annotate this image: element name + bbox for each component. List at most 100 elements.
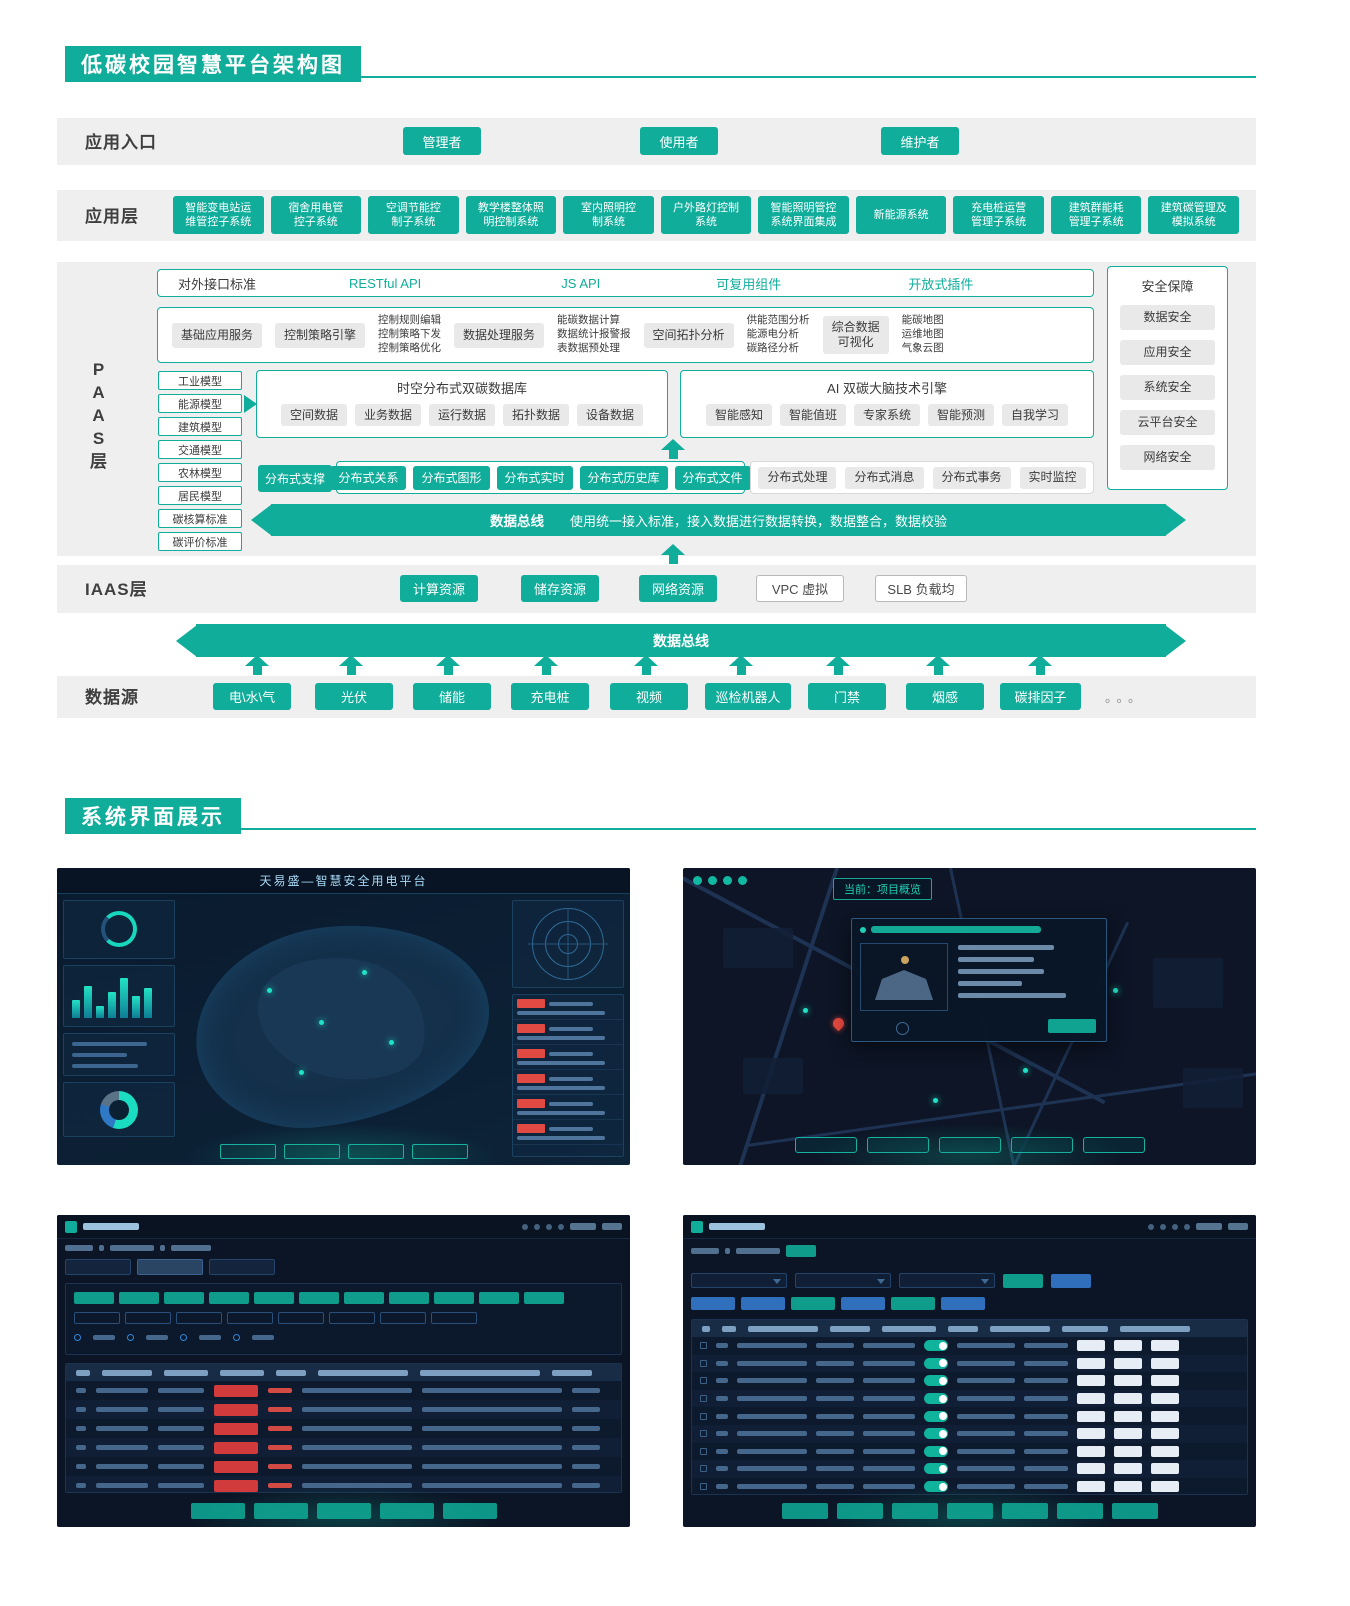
ai-item: 智能感知 [705, 404, 772, 426]
footer-buttons [190, 1503, 497, 1519]
entry-label: 应用入口 [85, 133, 157, 152]
arrow-up-icon [729, 655, 753, 675]
popup-detail-button [1048, 1019, 1096, 1033]
role-maintainer-box: 维护者 [881, 127, 959, 155]
ai-item: 自我学习 [1002, 404, 1069, 426]
security-item: 云平台安全 [1120, 410, 1215, 435]
arrow-up-icon [926, 655, 950, 675]
source-box: 巡检机器人 [705, 683, 791, 710]
source-box: 视频 [610, 683, 688, 710]
interface-label: 对外接口标准 [178, 276, 257, 292]
arrow-up-icon [661, 439, 685, 459]
tabs [65, 1259, 275, 1275]
app-system-box: 建筑群能耗 管理子系统 [1050, 196, 1142, 234]
distributed-item: 分布式事务 [932, 466, 1011, 489]
paas-services-box: 基础应用服务 控制策略引擎 控制规则编辑 控制策略下发 控制策略优化 数据处理服… [157, 307, 1094, 363]
model-item: 碳评价标准 [158, 532, 242, 551]
iaas-resource-box: 储存资源 [521, 575, 599, 602]
security-item: 网络安全 [1120, 445, 1215, 470]
database-item: 运行数据 [428, 404, 495, 426]
service-chip: 综合数据 可视化 [822, 316, 889, 354]
source-box: 门禁 [808, 683, 886, 710]
app-system-box: 智能变电站运 维管控子系统 [173, 196, 264, 234]
arrow-up-icon [534, 655, 558, 675]
distributed-secondary-box: 分布式处理 分布式消息 分布式事务 实时监控 [750, 461, 1094, 494]
security-item: 应用安全 [1120, 340, 1215, 365]
dashboard-left-panels [63, 900, 175, 1137]
security-item: 数据安全 [1120, 305, 1215, 330]
iaas-resource-box: 网络资源 [639, 575, 717, 602]
ellipsis: 。。。 [1105, 690, 1147, 705]
database-item: 拓扑数据 [503, 404, 570, 426]
iaas-vpc-box: VPC 虚拟 [756, 575, 844, 602]
model-item: 农林模型 [158, 463, 242, 482]
model-list: 工业模型 能源模型 建筑模型 交通模型 农林模型 居民模型 碳核算标准 碳评价标… [158, 371, 242, 551]
screenshot-admin-records [57, 1215, 630, 1527]
title-divider [65, 828, 1256, 830]
service-detail: 能碳地图 运维地图 气象云图 [901, 314, 944, 354]
screenshot-admin-devices [683, 1215, 1256, 1527]
app-top-bar [683, 1215, 1256, 1239]
logo-icon [65, 1220, 77, 1233]
logo-icon [691, 1220, 703, 1233]
stat-lines-widget [63, 1033, 175, 1077]
device-photo [860, 943, 948, 1011]
donut-chart-widget [63, 1082, 175, 1137]
model-item: 碳核算标准 [158, 509, 242, 528]
role-user-box: 使用者 [640, 127, 718, 155]
paas-interface-box: 对外接口标准 RESTful API JS API 可复用组件 开放式插件 [157, 269, 1094, 297]
dashboard-right-panels [512, 900, 624, 1157]
distributed-item: 分布式历史库 [579, 465, 668, 490]
footer-buttons [781, 1503, 1158, 1519]
security-box: 安全保障 数据安全 应用安全 系统安全 云平台安全 网络安全 [1107, 266, 1228, 490]
model-item: 工业模型 [158, 371, 242, 390]
data-bus-arrow: 数据总线 [196, 624, 1166, 657]
database-item: 业务数据 [354, 404, 421, 426]
app-system-box: 智能照明管控 系统界面集成 [758, 196, 849, 234]
service-chip: 数据处理服务 [454, 322, 545, 348]
paas-data-bus-arrow: 数据总线 使用统一接入标准，接入数据进行数据转换，数据整合，数据校验 [271, 504, 1166, 536]
source-box: 烟感 [906, 683, 984, 710]
arrow-up-icon [339, 655, 363, 675]
paas-band: P A A S 层 对外接口标准 RESTful API JS API 可复用组… [57, 262, 1256, 556]
radio-filters [74, 1334, 274, 1341]
model-item: 能源模型 [158, 394, 242, 413]
interface-item: 开放式插件 [908, 276, 974, 292]
app-system-box: 新能源系统 [855, 196, 947, 234]
service-chip: 空间拓扑分析 [643, 322, 734, 348]
arrow-up-icon [436, 655, 460, 675]
map-pin-icon [830, 1015, 847, 1032]
screenshot-map-popup: 当前：项目概览 [683, 868, 1256, 1165]
distributed-item: 分布式文件 [674, 465, 751, 490]
model-item: 交通模型 [158, 440, 242, 459]
iaas-band: IAAS层 计算资源 储存资源 网络资源 VPC 虚拟 SLB 负载均 [57, 565, 1256, 613]
dashboard-title-bar: 天易盛—智慧安全用电平台 [57, 868, 630, 894]
distributed-item: 分布式实时 [496, 465, 573, 490]
app-top-bar [57, 1215, 630, 1239]
map-toolbar-buttons [794, 1137, 1145, 1153]
model-item: 建筑模型 [158, 417, 242, 436]
ai-item: 专家系统 [853, 404, 920, 426]
iaas-slb-box: SLB 负载均 [875, 575, 967, 602]
arrow-up-icon [661, 544, 685, 564]
app-layer-band: 应用层 智能变电站运 维管控子系统 宿舍用电管 控子系统 空调节能控 制子系统 … [57, 190, 1256, 241]
breadcrumb [691, 1245, 816, 1257]
source-box: 储能 [413, 683, 491, 710]
table-rows [66, 1381, 621, 1492]
dashboard-buttons [219, 1144, 468, 1159]
interface-item: RESTful API [349, 275, 422, 291]
distributed-item: 分布式消息 [845, 466, 924, 489]
interface-item: 可复用组件 [716, 276, 782, 292]
source-box: 电\水\气 [213, 683, 291, 710]
current-project-tag: 当前：项目概览 [833, 878, 932, 900]
filter-row [691, 1273, 1091, 1288]
sources-label: 数据源 [85, 688, 139, 707]
ai-engine-box: AI 双碳大脑技术引擎 智能感知 智能值班 专家系统 智能预测 自我学习 [680, 370, 1094, 438]
source-box: 充电桩 [511, 683, 589, 710]
database-box: 时空分布式双碳数据库 空间数据 业务数据 运行数据 拓扑数据 设备数据 [256, 370, 668, 438]
database-items: 空间数据 业务数据 运行数据 拓扑数据 设备数据 [257, 404, 667, 426]
bar-chart-widget [63, 964, 175, 1028]
ai-item: 智能预测 [928, 404, 995, 426]
source-box: 光伏 [315, 683, 393, 710]
table-header [692, 1320, 1247, 1337]
